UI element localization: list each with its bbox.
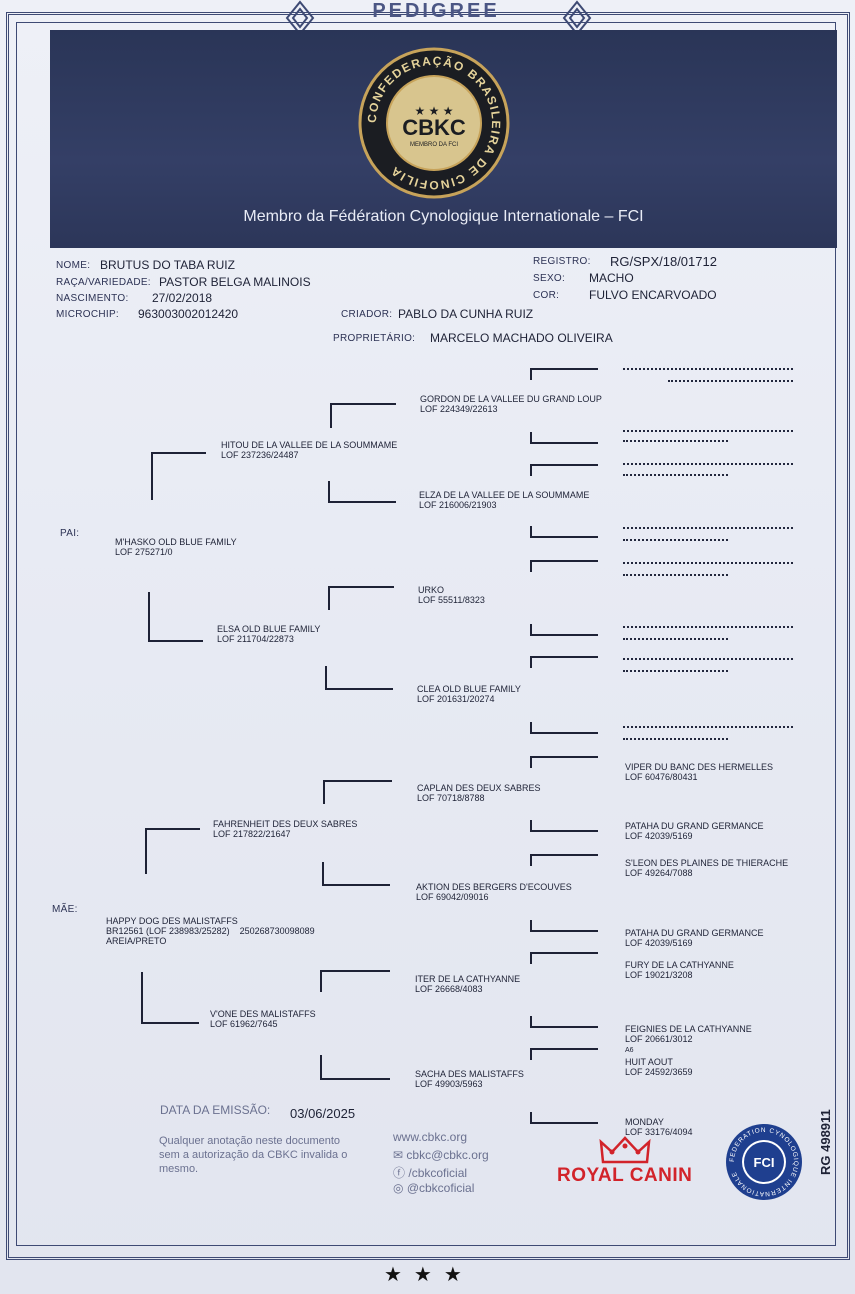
- dog-birth: 27/02/2018: [152, 291, 213, 305]
- name-label: NOME:: [56, 260, 91, 271]
- breed-label: RAÇA/VARIEDADE:: [56, 277, 151, 288]
- cbkc-member: MEMBRO DA FCI: [410, 142, 458, 148]
- facebook-row[interactable]: ⓕ /cbkcoficial: [393, 1164, 467, 1181]
- dog-info: NOME: BRUTUS DO TABA RUIZ RAÇA/VARIEDADE…: [56, 254, 816, 348]
- website-link[interactable]: www.cbkc.org: [393, 1130, 468, 1144]
- inner-border: [16, 22, 836, 1246]
- footer-note: Qualquer anotação neste documento sem a …: [159, 1135, 348, 1175]
- reg-label: REGISTRO:: [533, 256, 591, 267]
- bottom-stars-icon: ★★★: [384, 1264, 474, 1286]
- svg-text:★ ★ ★: ★ ★ ★: [415, 104, 454, 118]
- dog-name: BRUTUS DO TABA RUIZ: [100, 258, 235, 272]
- instagram-row[interactable]: ◎ @cbkcoficial: [393, 1181, 474, 1195]
- dog-sex: MACHO: [589, 271, 634, 285]
- dog-breeder: PABLO DA CUNHA RUIZ: [398, 307, 534, 321]
- royal-canin-logo: ROYAL CANIN: [557, 1165, 693, 1186]
- fci-logo: FEDERATION CYNOLOGIQUE INTERNATIONALE FC…: [726, 1124, 802, 1200]
- instagram-link[interactable]: @cbkcoficial: [406, 1181, 475, 1195]
- cbkc-seal: CONFEDERAÇÃO BRASILEIRA DE CINOFILIA ★ ★…: [358, 47, 510, 199]
- email-row[interactable]: ✉ cbkc@cbkc.org: [393, 1148, 489, 1162]
- serial-number: RG 498911: [818, 1109, 833, 1175]
- dog-chip: 963003002012420: [138, 307, 239, 321]
- issue-date: 03/06/2025: [290, 1106, 356, 1121]
- cbkc-abbrev: CBKC: [402, 115, 466, 140]
- facebook-icon: ⓕ: [393, 1166, 406, 1180]
- instagram-icon: ◎: [393, 1181, 404, 1195]
- header-subtitle: Membro da Fédération Cynologique Interna…: [243, 208, 644, 225]
- chip-label: MICROCHIP:: [56, 309, 119, 320]
- dog-breed: PASTOR BELGA MALINOIS: [159, 275, 311, 289]
- dog-color: FULVO ENCARVOADO: [589, 288, 717, 302]
- svg-text:FCI: FCI: [754, 1155, 775, 1170]
- sex-label: SEXO:: [533, 273, 566, 284]
- email-link[interactable]: cbkc@cbkc.org: [406, 1148, 489, 1162]
- birth-label: NASCIMENTO:: [56, 293, 129, 304]
- facebook-link[interactable]: /cbkcoficial: [408, 1166, 468, 1180]
- outer-border: [6, 12, 850, 1260]
- issue-date-label: DATA DA EMISSÃO:: [160, 1103, 271, 1117]
- color-label: COR:: [533, 290, 560, 301]
- document-title: PEDIGREE: [372, 0, 500, 22]
- breeder-label: CRIADOR:: [341, 309, 393, 320]
- dog-owner: MARCELO MACHADO OLIVEIRA: [430, 331, 613, 345]
- owner-label: PROPRIETÁRIO:: [333, 333, 416, 344]
- email-icon: ✉: [393, 1148, 404, 1162]
- royal-canin-crown-icon: [599, 1136, 651, 1164]
- dog-reg: RG/SPX/18/01712: [610, 254, 717, 269]
